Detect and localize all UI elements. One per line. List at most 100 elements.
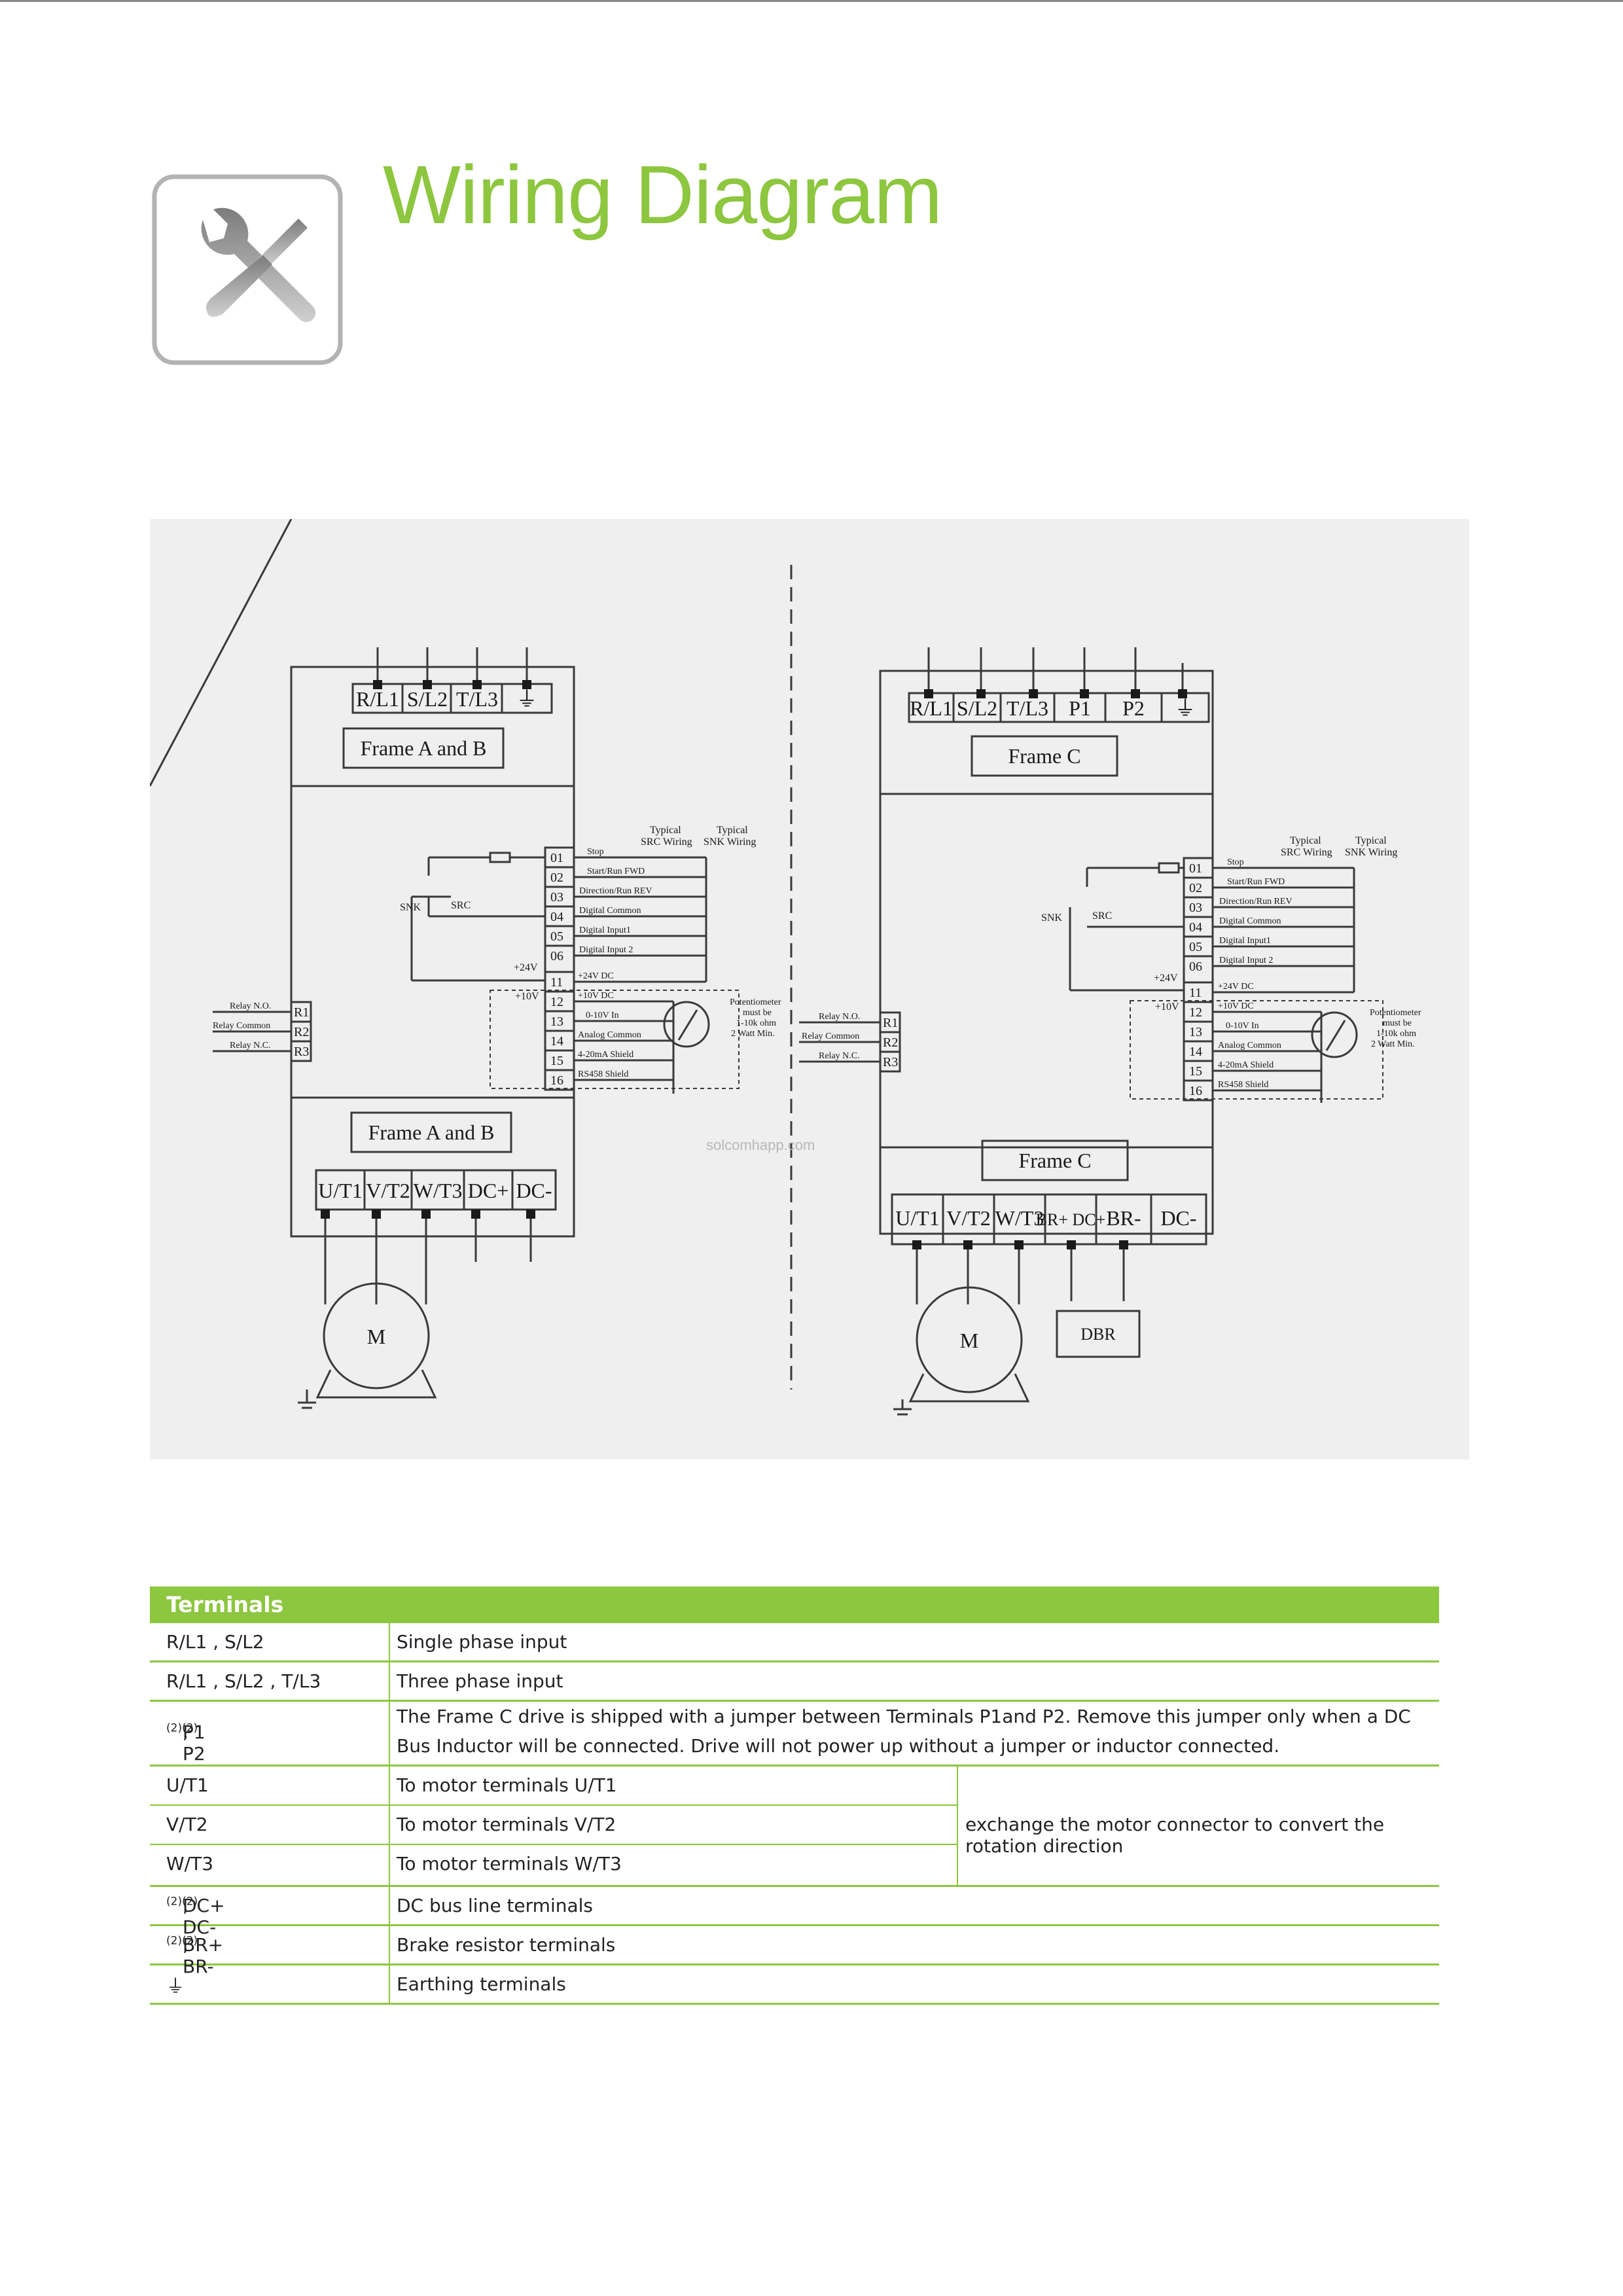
- terminal-label: Analog Common: [578, 1030, 641, 1040]
- table-cell: U/T1: [166, 1774, 209, 1796]
- table-row: DC+(2) , DC-(2) DC bus line terminals: [150, 1887, 1439, 1938]
- terminal-number: 11: [550, 975, 563, 990]
- left-output-terminal: W/T3: [414, 1179, 463, 1202]
- right-input-terminal: S/L2: [957, 696, 997, 720]
- earth-icon: ⏚: [166, 1975, 185, 1997]
- terminal-number: 03: [550, 890, 563, 905]
- terminal-number: 12: [1189, 1005, 1202, 1020]
- table-cell: To motor terminals U/T1: [397, 1774, 617, 1796]
- right-motor-label: M: [960, 1329, 978, 1352]
- terminal-label: Stop: [1227, 857, 1244, 867]
- pot-note: Potentiometer: [730, 997, 781, 1007]
- merged-note: exchange the motor connector to convert …: [965, 1814, 1385, 1857]
- terminals-table-header: Terminals: [150, 1587, 1439, 1623]
- left-output-terminal: U/T1: [318, 1179, 363, 1202]
- terminal-label: 4-20mA Shield: [578, 1050, 633, 1060]
- relay-label: Relay N.C.: [819, 1051, 860, 1061]
- terminal-label: Digital Input 2: [1219, 956, 1273, 965]
- table-row: R/L1 , S/L2 , T/L3 Three phase input: [150, 1662, 1439, 1702]
- plus24-label: +24V: [1154, 973, 1178, 984]
- terminal-label: Digital Common: [1219, 916, 1281, 926]
- typical-snk-line2: SNK Wiring: [1345, 847, 1397, 858]
- terminal-label: +10V DC: [1218, 1001, 1254, 1011]
- left-frame-label-top: Frame A and B: [361, 736, 487, 760]
- motor-terminal-group: U/T1 To motor terminals U/T1 V/T2 To mot…: [150, 1767, 1439, 1887]
- page-title: Wiring Diagram: [383, 149, 942, 241]
- terminal-number: 14: [1189, 1045, 1202, 1059]
- terminal-label: Stop: [587, 847, 604, 857]
- terminal-label: 0-10V In: [1226, 1021, 1259, 1031]
- pot-note: Potentiometer: [1370, 1008, 1421, 1018]
- terminal-number: 16: [550, 1073, 563, 1088]
- relay-terminal: R2: [883, 1035, 898, 1050]
- typical-snk-line1: Typical: [717, 825, 748, 836]
- pot-note: 2 Watt Min.: [1371, 1039, 1415, 1049]
- left-input-terminal: T/L3: [456, 687, 498, 711]
- snk-label: SNK: [400, 902, 421, 913]
- terminal-label: Start/Run FWD: [1227, 877, 1285, 887]
- relay-terminal: R3: [883, 1055, 898, 1069]
- relay-terminal: R1: [883, 1016, 898, 1030]
- pot-note: must be: [1383, 1018, 1412, 1028]
- relay-terminal: R2: [294, 1025, 309, 1039]
- relay-label: Relay N.C.: [230, 1041, 271, 1050]
- terminal-number: 03: [1189, 901, 1202, 915]
- tools-icon: [152, 174, 343, 365]
- terminal-label: +24V DC: [1218, 982, 1254, 992]
- terminal-label: RS458 Shield: [578, 1069, 628, 1079]
- right-output-terminal: DC-: [1160, 1206, 1196, 1230]
- terminal-number: 05: [550, 929, 563, 944]
- plus10-label: +10V: [1155, 1001, 1179, 1013]
- typical-snk-line1: Typical: [1355, 835, 1387, 846]
- snk-label: SNK: [1041, 912, 1062, 924]
- terminal-label: Digital Input1: [579, 925, 631, 935]
- terminal-label: Digital Input 2: [579, 945, 633, 955]
- terminal-label: +10V DC: [578, 991, 614, 1001]
- pot-note: 1-10k ohm: [1376, 1029, 1416, 1039]
- left-motor-label: M: [367, 1325, 385, 1348]
- right-input-terminal: ⏚: [1175, 696, 1196, 720]
- terminal-number: 13: [550, 1014, 563, 1029]
- terminal-number: 15: [1189, 1064, 1202, 1079]
- terminal-label: 4-20mA Shield: [1218, 1060, 1274, 1070]
- terminals-table: Terminals R/L1 , S/L2 Single phase input…: [150, 1587, 1439, 2005]
- relay-label: Relay N.O.: [230, 1001, 271, 1011]
- watermark: solcomhapp.com: [706, 1137, 815, 1153]
- right-frame-label-bottom: Frame C: [1018, 1149, 1091, 1172]
- typical-src-line2: SRC Wiring: [641, 836, 692, 848]
- relay-label: Relay Common: [213, 1021, 270, 1031]
- terminal-number: 12: [550, 995, 563, 1009]
- table-cell: To motor terminals V/T2: [397, 1814, 616, 1835]
- left-output-terminal: V/T2: [366, 1179, 410, 1202]
- relay-label: Relay N.O.: [819, 1012, 860, 1022]
- table-row: ⏚ Earthing terminals: [150, 1965, 1439, 2005]
- right-input-terminal: R/L1: [910, 696, 953, 720]
- terminal-label: 0-10V In: [586, 1011, 619, 1020]
- top-rule: [0, 0, 1623, 2]
- left-frame-label-bottom: Frame A and B: [368, 1121, 495, 1144]
- right-input-terminal: T/L3: [1007, 696, 1048, 720]
- terminal-number: 14: [550, 1034, 563, 1049]
- right-output-terminal: BR-: [1106, 1206, 1141, 1230]
- terminal-number: 02: [550, 870, 563, 885]
- left-input-terminal: ⏚: [516, 687, 537, 711]
- right-frame-label-top: Frame C: [1008, 744, 1080, 768]
- terminal-label: Direction/Run REV: [1219, 897, 1293, 906]
- right-input-terminal: P1: [1069, 696, 1091, 720]
- table-cell: W/T3: [166, 1853, 214, 1874]
- terminal-number: 11: [1189, 986, 1202, 1000]
- src-label: SRC: [1092, 910, 1112, 922]
- terminal-number: 13: [1189, 1025, 1202, 1039]
- terminal-number: 06: [550, 949, 563, 963]
- table-row: P1(2) , P2(2) The Frame C drive is shipp…: [150, 1702, 1439, 1767]
- right-output-terminal: W/T3: [995, 1206, 1044, 1230]
- terminal-label: RS458 Shield: [1218, 1080, 1268, 1090]
- relay-label: Relay Common: [802, 1031, 859, 1041]
- pot-note: 2 Watt Min.: [731, 1029, 775, 1039]
- right-input-terminal: P2: [1122, 696, 1145, 720]
- wiring-diagram-panel: R/L1 S/L2 T/L3 ⏚ Frame A and B Frame A a…: [150, 519, 1469, 1460]
- terminal-label: Direction/Run REV: [579, 886, 652, 896]
- relay-terminal: R1: [294, 1005, 309, 1020]
- terminal-number: 01: [550, 851, 563, 865]
- left-input-terminal: R/L1: [356, 687, 399, 711]
